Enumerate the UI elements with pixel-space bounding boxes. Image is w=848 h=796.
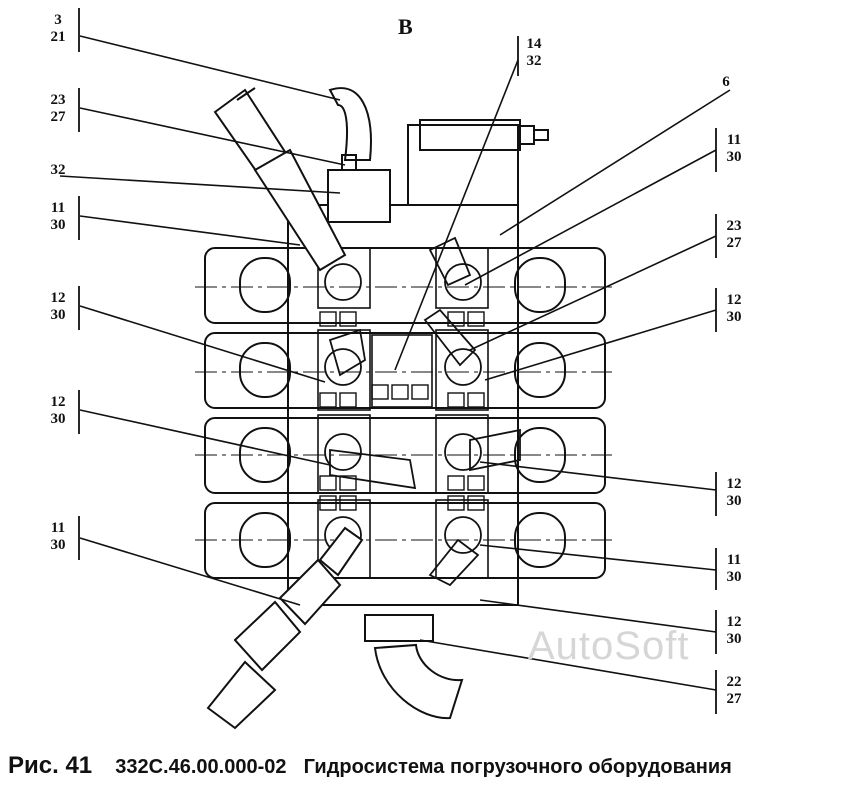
callout-number: 14 — [526, 36, 542, 52]
callout-12-30-right-c: 12 30 — [714, 614, 754, 648]
callout-11-30-lower-left: 11 30 — [38, 520, 78, 554]
callout-quantity: 21 — [50, 29, 66, 45]
callout-number: 12 — [50, 290, 66, 306]
callout-number: 22 — [726, 674, 742, 690]
callout-22-27: 22 27 — [714, 674, 754, 708]
callout-number: 11 — [726, 552, 742, 568]
callout-quantity: 30 — [50, 411, 66, 427]
callout-number: 12 — [726, 476, 742, 492]
center-lines — [195, 286, 612, 541]
callout-quantity: 27 — [50, 109, 66, 125]
valve-body — [287, 204, 519, 606]
callout-quantity: 30 — [726, 149, 742, 165]
solenoid-block — [407, 119, 549, 206]
hose-top-center — [327, 87, 391, 223]
callout-number: 6 — [722, 74, 730, 90]
drawing-code: 332С.46.00.000-02 — [115, 756, 287, 778]
callout-number: 3 — [54, 12, 62, 28]
callout-6: 6 — [706, 74, 746, 91]
callout-quantity: 27 — [726, 235, 742, 251]
callout-quantity: 30 — [50, 537, 66, 553]
figure-title: Гидросистема погрузочного оборудования — [303, 756, 732, 778]
watermark: AutoSoft — [528, 624, 690, 668]
valve-section-1 — [204, 247, 606, 324]
callout-number: 12 — [726, 292, 742, 308]
callout-12-30-left-b: 12 30 — [38, 394, 78, 428]
callout-23-27-right: 23 27 — [714, 218, 754, 252]
callout-quantity: 27 — [726, 691, 742, 707]
leader-lines — [59, 35, 731, 691]
callout-number: 12 — [726, 614, 742, 630]
callout-3-21: 3 21 — [38, 12, 78, 46]
callout-quantity: 30 — [50, 307, 66, 323]
callout-12-30-left-a: 12 30 — [38, 290, 78, 324]
callout-11-30-upper-left: 11 30 — [38, 200, 78, 234]
callout-quantity: 30 — [50, 217, 66, 233]
callout-number: 32 — [50, 162, 66, 178]
elbow-fittings — [324, 236, 521, 587]
callout-number: 11 — [50, 520, 66, 536]
callout-quantity: 32 — [526, 53, 542, 69]
callout-number: 11 — [50, 200, 66, 216]
view-letter: B — [398, 14, 413, 39]
callout-quantity: 30 — [726, 493, 742, 509]
callout-11-30-upper-right: 11 30 — [714, 132, 754, 166]
callout-quantity: 30 — [726, 309, 742, 325]
callout-number: 11 — [726, 132, 742, 148]
callout-11-30-lower-right: 11 30 — [714, 552, 754, 586]
hose-top-left — [213, 87, 347, 272]
callout-12-30-right-b: 12 30 — [714, 476, 754, 510]
callout-32-left: 32 — [38, 162, 78, 179]
callout-number: 23 — [726, 218, 742, 234]
callout-number: 12 — [50, 394, 66, 410]
figure-caption: Рис. 41 332С.46.00.000-02 Гидросистема п… — [8, 752, 732, 780]
callout-quantity: 30 — [726, 569, 742, 585]
callout-12-30-right-a: 12 30 — [714, 292, 754, 326]
callout-14-32: 14 32 — [514, 36, 554, 70]
callout-23-27-left: 23 27 — [38, 92, 78, 126]
valve-section-2 — [204, 332, 606, 409]
figure-label: Рис. 41 — [8, 752, 93, 779]
hose-bottom-center — [364, 614, 464, 720]
callout-quantity: 30 — [726, 631, 742, 647]
hose-bottom-left — [206, 526, 364, 730]
callout-number: 23 — [50, 92, 66, 108]
fitting-flanges — [317, 247, 489, 579]
